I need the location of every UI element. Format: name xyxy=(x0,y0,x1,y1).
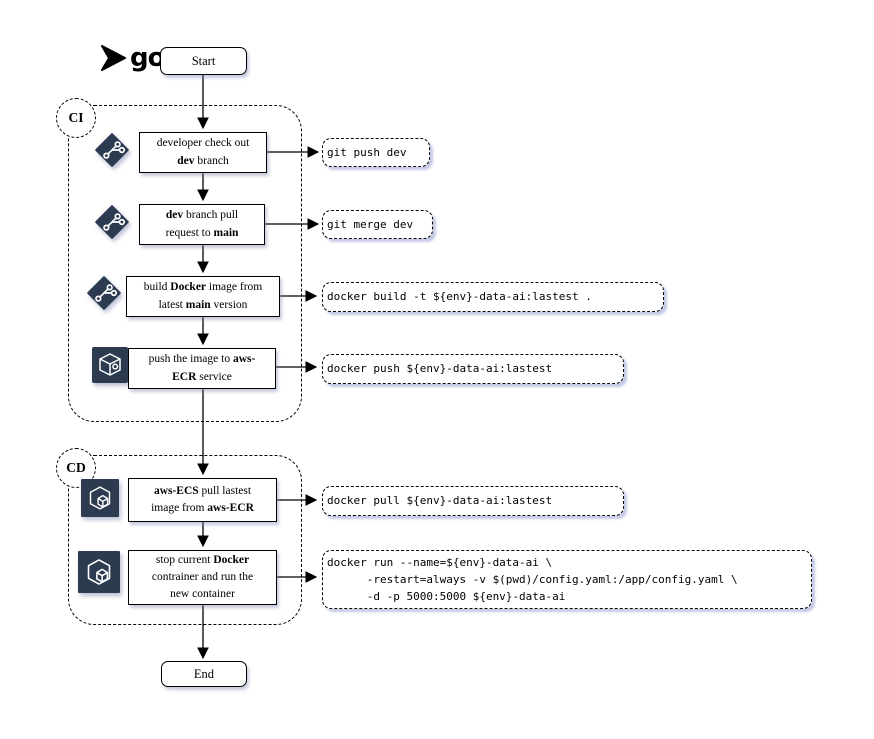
step-push-to-ecr: push the image to aws- ECR service xyxy=(128,348,276,389)
command-docker-push: docker push ${env}-data-ai:lastest xyxy=(322,354,624,384)
end-node: End xyxy=(161,661,247,687)
ci-group-label: CI xyxy=(56,98,96,138)
command-docker-run: docker run --name=${env}-data-ai \ -rest… xyxy=(322,550,812,609)
step-text-line: build Docker image from xyxy=(143,281,263,294)
step-build-docker-image: build Docker image from latest main vers… xyxy=(126,276,280,317)
step-text-line: push the image to aws- xyxy=(148,353,256,366)
go-logo-text: go xyxy=(130,43,165,73)
git-icon xyxy=(95,205,129,244)
command-docker-build: docker build -t ${env}-data-ai:lastest . xyxy=(322,282,664,312)
step-text-line: developer check out xyxy=(156,137,250,150)
command-git-push: git push dev xyxy=(322,138,430,167)
step-text-line: ECR service xyxy=(172,370,232,383)
aws-ecr-icon xyxy=(92,347,128,388)
step-ecs-pull-image: aws-ECS pull lastest image from aws-ECR xyxy=(128,478,277,522)
step-stop-and-run-container: stop current Docker contrainer and run t… xyxy=(128,550,277,605)
git-icon xyxy=(87,276,121,315)
ci-group-container xyxy=(68,105,302,422)
aws-ecs-icon xyxy=(78,551,120,598)
command-docker-pull: docker pull ${env}-data-ai:lastest xyxy=(322,486,624,516)
step-text-line: dev branch pull xyxy=(165,209,239,222)
step-text-line: latest main version xyxy=(158,298,248,311)
step-text-line: dev branch xyxy=(177,154,229,167)
step-text-line: aws-ECS pull lastest xyxy=(153,484,252,497)
step-text-line: new container xyxy=(170,588,235,601)
step-developer-checkout: developer check out dev branch xyxy=(139,132,267,173)
step-pull-request: dev branch pull request to main xyxy=(139,204,265,245)
step-text-line: image from aws-ECR xyxy=(151,502,254,514)
step-text-line: stop current Docker xyxy=(155,553,250,566)
aws-ecs-icon xyxy=(81,479,119,522)
cd-group-container xyxy=(68,455,302,625)
go-logo: go xyxy=(101,43,165,73)
command-git-merge: git merge dev xyxy=(322,210,433,239)
play-arrow-icon xyxy=(101,45,126,71)
step-text-line: request to main xyxy=(165,226,239,239)
step-text-line: contrainer and run the xyxy=(151,570,254,583)
start-node: Start xyxy=(160,47,247,75)
git-icon xyxy=(95,133,129,172)
